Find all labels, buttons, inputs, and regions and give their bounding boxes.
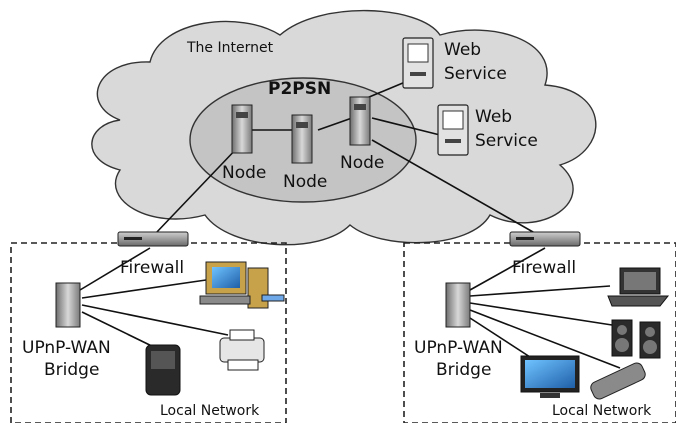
desktop-computer-icon (199, 261, 285, 309)
p2psn-label: P2PSN (268, 79, 331, 99)
right-bridge-label-line2: Bridge (436, 360, 491, 380)
node-server-3 (349, 96, 371, 146)
node-server-1 (231, 104, 253, 154)
left-local-network-box (10, 242, 287, 423)
left-network-label: Local Network (160, 403, 260, 419)
node-label-2: Node (283, 172, 327, 192)
node-label-1: Node (222, 163, 266, 183)
laptop-icon (607, 267, 670, 307)
web-service-1-line2: Service (444, 64, 507, 84)
network-links (79, 79, 621, 371)
right-firewall-label: Firewall (512, 258, 576, 278)
left-bridge-label-line2: Bridge (44, 360, 99, 380)
web-service-computer-2 (437, 104, 469, 156)
right-bridge-server (445, 282, 471, 328)
left-firewall-device (117, 231, 189, 247)
web-service-computer-1 (402, 37, 434, 89)
television-icon (520, 355, 580, 398)
internet-label: The Internet (186, 40, 274, 56)
left-bridge-label-line1: UPnP-WAN (22, 338, 111, 358)
remote-control-icon (590, 362, 646, 400)
node-server-2 (291, 114, 313, 164)
printer-icon (219, 329, 265, 371)
right-bridge-label-line1: UPnP-WAN (414, 338, 503, 358)
web-service-2-line2: Service (475, 131, 538, 151)
web-service-2-line1: Web (475, 107, 512, 127)
left-bridge-server (55, 282, 81, 328)
right-firewall-device (509, 231, 581, 247)
right-network-label: Local Network (552, 403, 652, 419)
node-label-3: Node (340, 153, 384, 173)
mobile-phone-icon (145, 344, 181, 396)
left-firewall-label: Firewall (120, 258, 184, 278)
web-service-1-line1: Web (444, 40, 481, 60)
speakers-icon (611, 319, 661, 359)
